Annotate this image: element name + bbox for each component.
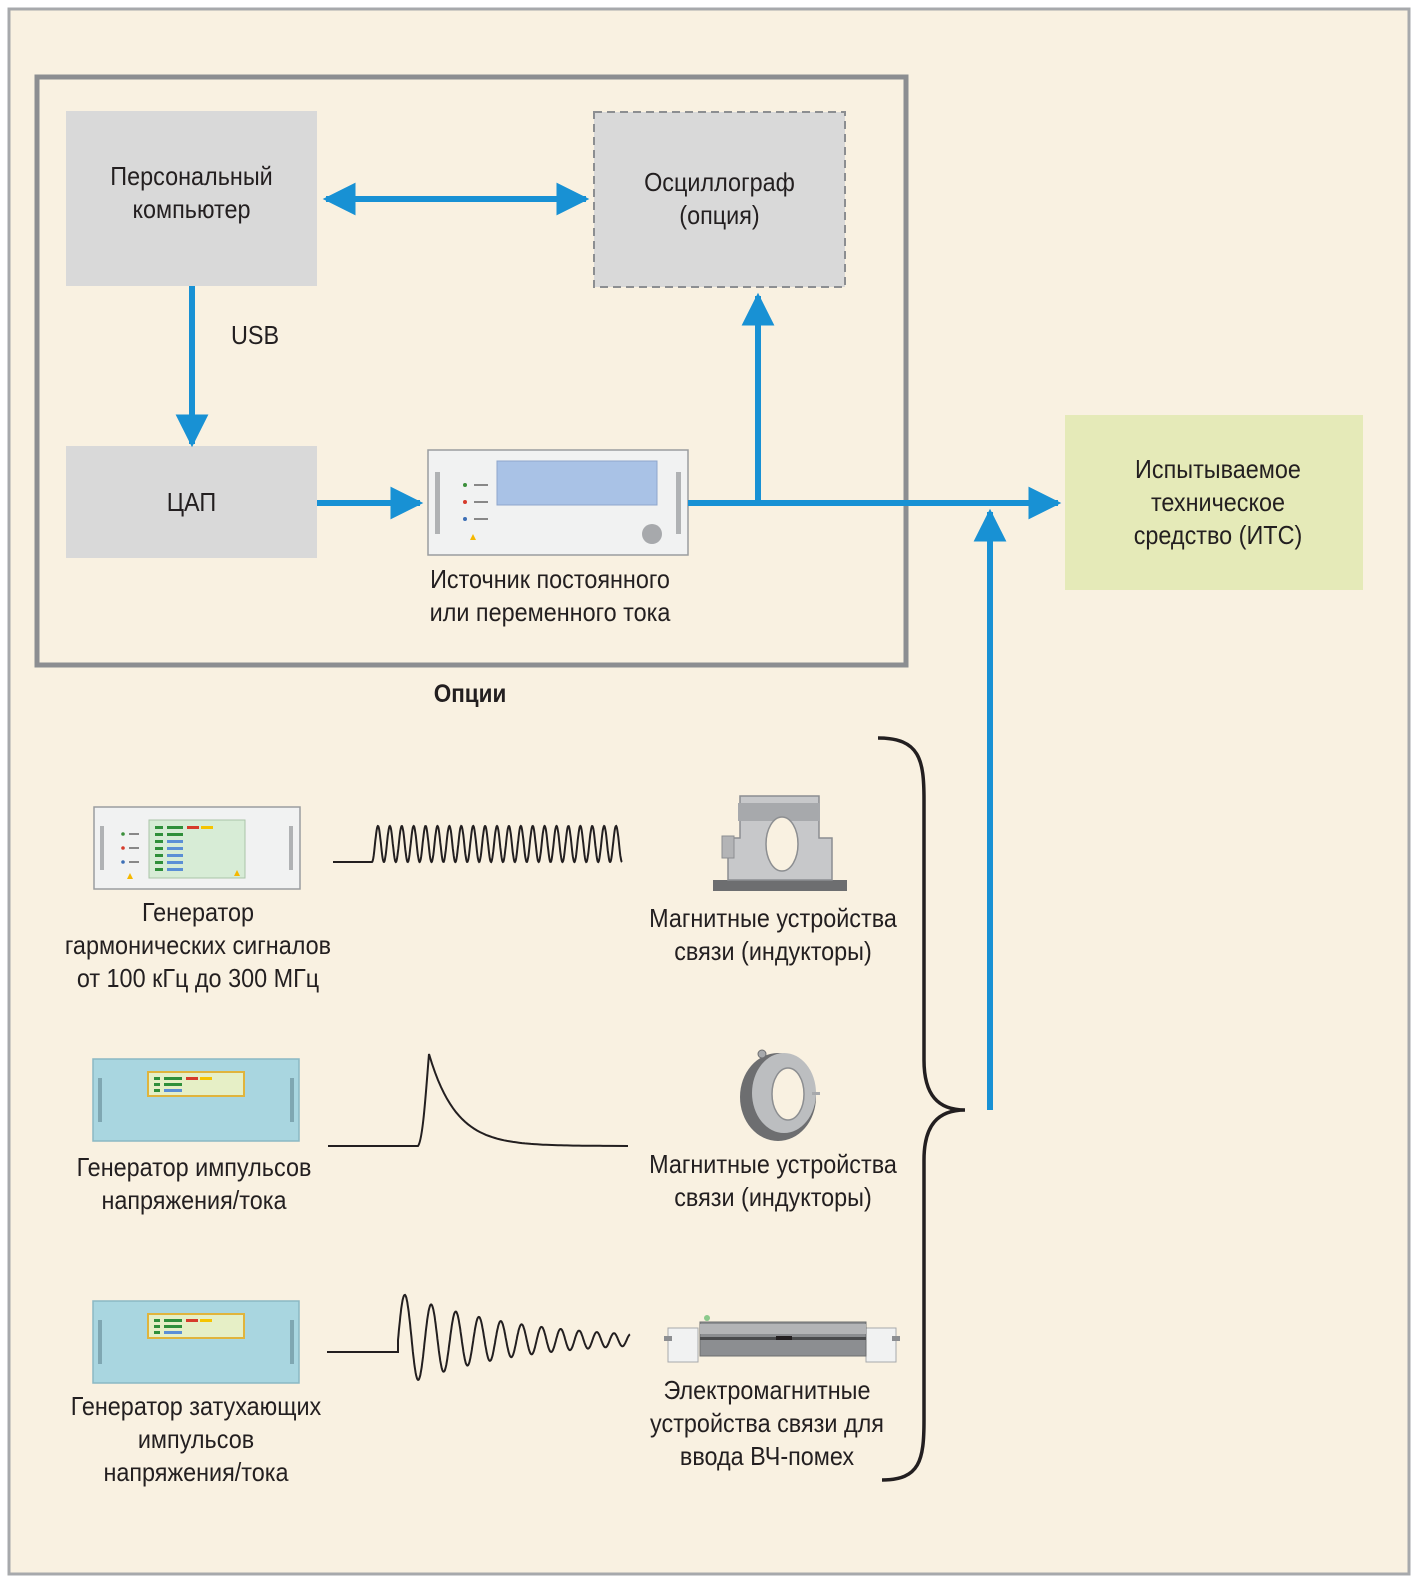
- oscilloscope-box: [593, 111, 846, 288]
- eut-box: [1065, 415, 1363, 590]
- clamp-inductor-icon: [713, 795, 847, 891]
- damped-oscillation-waveform: [327, 1293, 631, 1381]
- usb-label: USB: [230, 320, 280, 350]
- power-source-label: Источник постоянного или переменного ток…: [429, 564, 671, 627]
- damped-generator-label: Генератор затухающих импульсов напряжени…: [70, 1391, 322, 1487]
- rf-coupler-icon: [664, 1315, 900, 1363]
- coupler-1-label: Магнитные устройства связи (индукторы): [649, 903, 897, 966]
- harmonic-generator-label: Генератор гармонических сигналов от 100 …: [64, 897, 332, 993]
- pc-box: [66, 111, 317, 286]
- ring-inductor-icon: [740, 1049, 820, 1141]
- options-brace: [877, 736, 966, 1482]
- coupler-3-label: Электромагнитные устройства связи для вв…: [650, 1375, 884, 1471]
- pc-label: Персональный компьютер: [110, 161, 273, 224]
- single-pulse-waveform: [328, 1053, 629, 1147]
- dac-box: [66, 446, 317, 558]
- dac-label: ЦАП: [166, 487, 217, 517]
- pulse-generator-icon: [92, 1058, 300, 1142]
- power-source-device-icon: [427, 449, 689, 556]
- damped-generator-icon: [92, 1300, 300, 1384]
- options-group-label: Опции: [433, 680, 507, 708]
- system-frame: [34, 74, 909, 668]
- eut-label: Испытываемое техническое средство (ИТС): [1133, 454, 1303, 550]
- pulse-generator-label: Генератор импульсов напряжения/тока: [76, 1152, 312, 1215]
- oscilloscope-label: Осциллограф (опция): [644, 167, 795, 230]
- coupler-2-label: Магнитные устройства связи (индукторы): [649, 1149, 897, 1212]
- harmonic-generator-icon: [93, 806, 301, 890]
- sine-burst-waveform: [333, 824, 623, 864]
